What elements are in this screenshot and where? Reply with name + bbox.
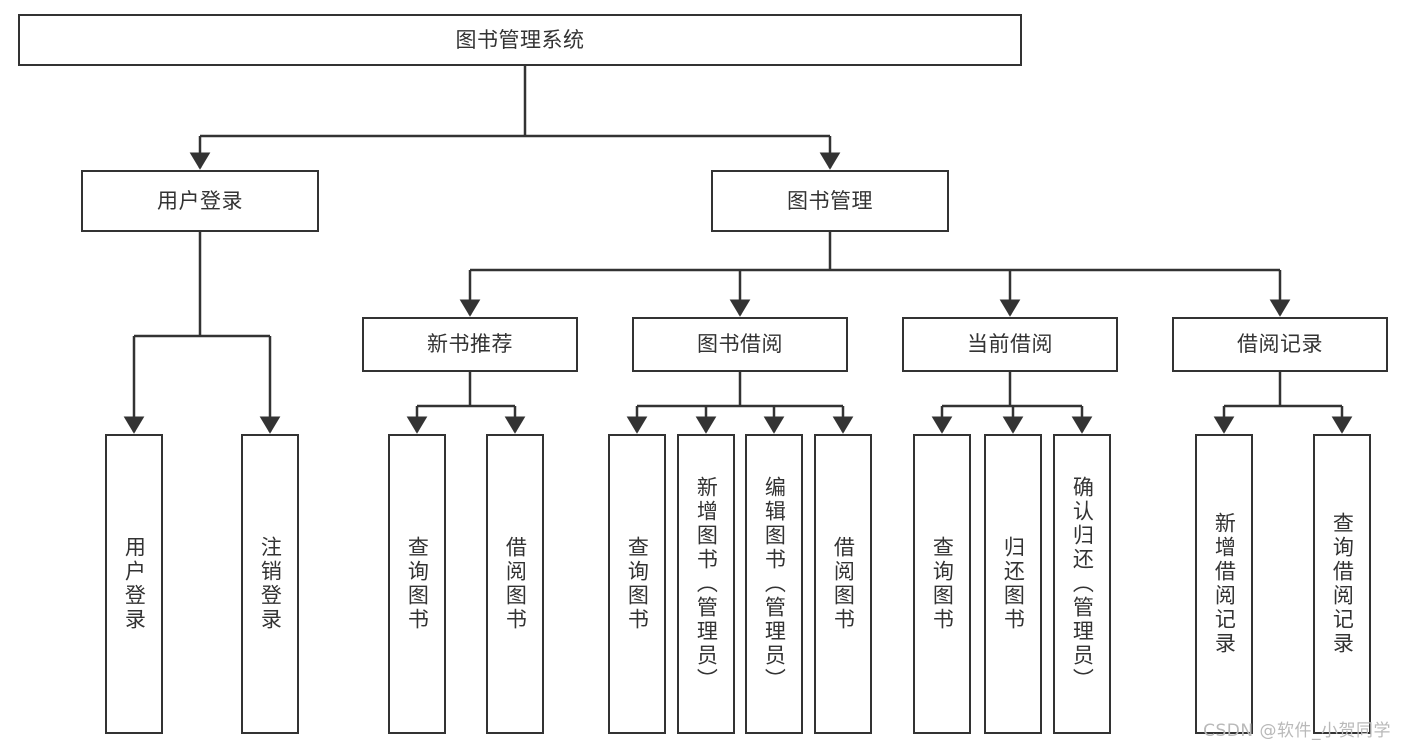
node-leaf-confirm-return[interactable]: 确认归还（管理员） [1053,434,1111,734]
node-book-manage[interactable]: 图书管理 [711,170,949,232]
node-label: 借阅图书 [503,536,528,632]
node-root[interactable]: 图书管理系统 [18,14,1022,66]
node-label: 图书管理系统 [455,27,585,52]
node-label: 新增借阅记录 [1212,512,1237,656]
node-leaf-query-book-bb[interactable]: 查询图书 [608,434,666,734]
node-new-book-recommend[interactable]: 新书推荐 [362,317,578,372]
node-label: 归还图书 [1001,536,1026,632]
csdn-watermark: CSDN @软件_小贺同学 [1203,721,1391,741]
node-leaf-add-book[interactable]: 新增图书（管理员） [677,434,735,734]
node-current-borrow[interactable]: 当前借阅 [902,317,1118,372]
node-label: 查询借阅记录 [1330,512,1355,656]
node-leaf-borrow-book-rec[interactable]: 借阅图书 [486,434,544,734]
node-label: 新书推荐 [427,332,513,357]
node-label: 借阅图书 [831,536,856,632]
node-label: 查询图书 [930,536,955,632]
node-label: 图书管理 [787,188,873,213]
node-label: 查询图书 [625,536,650,632]
node-leaf-borrow-book-bb[interactable]: 借阅图书 [814,434,872,734]
node-leaf-add-record[interactable]: 新增借阅记录 [1195,434,1253,734]
node-label: 确认归还（管理员） [1070,476,1095,692]
node-leaf-query-book-rec[interactable]: 查询图书 [388,434,446,734]
node-label: 编辑图书（管理员） [762,476,787,692]
node-label: 查询图书 [405,536,430,632]
node-label: 借阅记录 [1237,332,1323,357]
node-label: 用户登录 [157,188,243,213]
node-leaf-edit-book[interactable]: 编辑图书（管理员） [745,434,803,734]
node-label: 图书借阅 [697,332,783,357]
node-leaf-query-book-cb[interactable]: 查询图书 [913,434,971,734]
node-label: 新增图书（管理员） [694,476,719,692]
node-borrow-record[interactable]: 借阅记录 [1172,317,1388,372]
node-book-borrow[interactable]: 图书借阅 [632,317,848,372]
node-leaf-user-login[interactable]: 用户登录 [105,434,163,734]
node-leaf-user-logout[interactable]: 注销登录 [241,434,299,734]
node-user-login[interactable]: 用户登录 [81,170,319,232]
node-leaf-return-book[interactable]: 归还图书 [984,434,1042,734]
node-label: 当前借阅 [967,332,1053,357]
node-leaf-query-record[interactable]: 查询借阅记录 [1313,434,1371,734]
node-label: 注销登录 [258,536,283,632]
node-label: 用户登录 [122,536,147,632]
